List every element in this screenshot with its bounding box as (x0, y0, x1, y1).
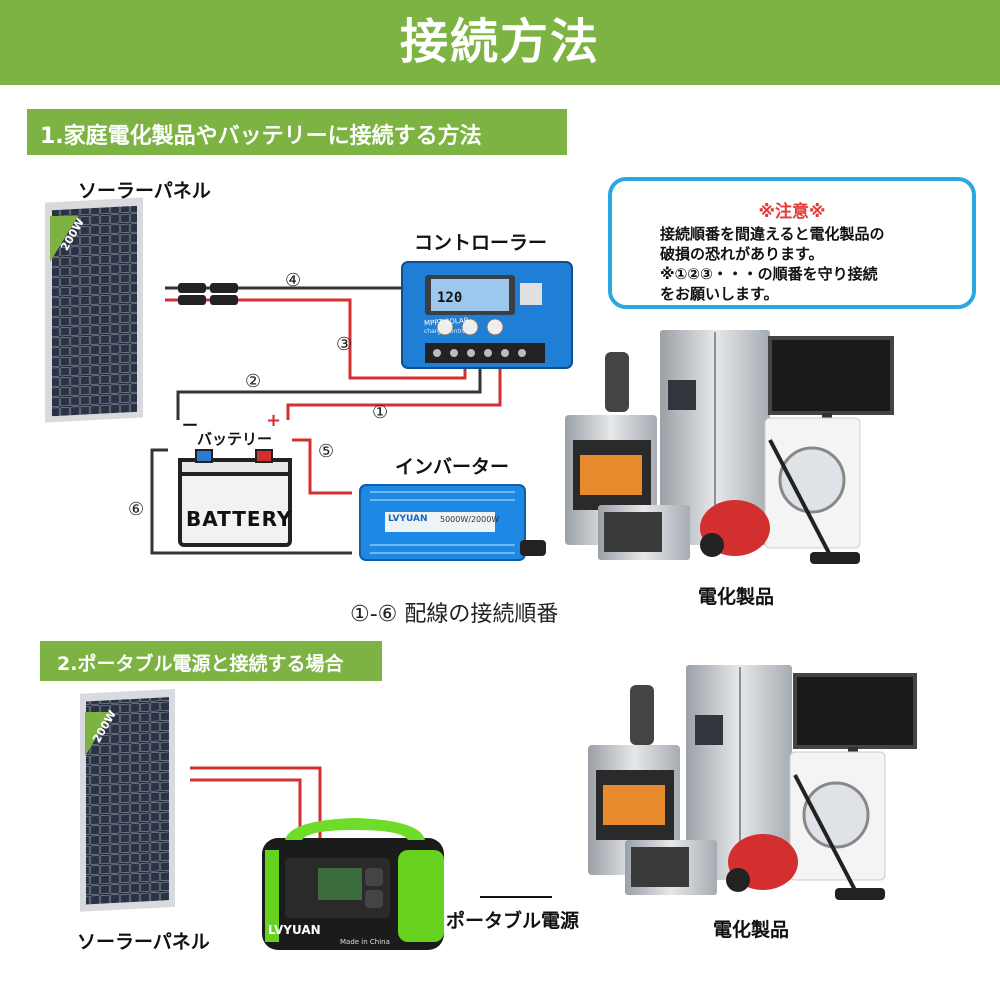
inverter-device (359, 484, 546, 561)
portable-wiring (190, 766, 552, 898)
notice-title: ※注意※ (758, 202, 826, 222)
wiring-caption: ①-⑥ 配線の接続順番 (350, 602, 559, 627)
section2-title: 2.ポータブル電源と接続する場合 (57, 653, 344, 675)
notice-line-2: 破損の恐れがあります。 (660, 245, 824, 263)
portable-made: Made in China (340, 938, 390, 946)
inverter-label: インバーター (395, 456, 510, 478)
appliances-image-2 (588, 665, 917, 900)
page-title: 接続方法 (399, 14, 600, 70)
step-3: ③ (336, 334, 353, 355)
inverter-brand: LVYUAN (388, 514, 428, 524)
inverter-model: 5000W/2000W (440, 515, 500, 524)
appliances-label-2: 電化製品 (713, 919, 790, 941)
step-6: ⑥ (128, 499, 145, 520)
step-4: ④ (285, 270, 302, 291)
notice-box: ※注意※ 接続順番を間違えると電化製品の 破損の恐れがあります。 ※①②③・・・… (608, 177, 976, 309)
section2-bar (40, 641, 382, 681)
controller-label: コントローラー (414, 232, 548, 254)
battery-icon (178, 449, 292, 547)
step-1: ① (372, 402, 389, 423)
solar-panel-label-2: ソーラーパネル (77, 931, 210, 953)
battery-label: バッテリー (197, 430, 273, 448)
section1-bar (27, 109, 567, 155)
solar-panel-1 (45, 197, 143, 423)
portable-label: ポータブル電源 (446, 910, 580, 932)
step-2: ② (245, 371, 262, 392)
solar-panel-2 (80, 688, 175, 912)
header-bar (0, 0, 1000, 85)
appliances-label-1: 電化製品 (698, 586, 775, 608)
notice-line-1: 接続順番を間違えると電化製品の (660, 225, 885, 243)
step-5: ⑤ (318, 441, 335, 462)
charge-controller (401, 261, 573, 369)
minus-sign: ー (182, 416, 199, 435)
controller-subtext: charge controller (424, 328, 476, 335)
notice-line-3: ※①②③・・・の順番を守り接続 (660, 265, 878, 283)
section1-title: 1.家庭電化製品やバッテリーに接続する方法 (40, 124, 482, 149)
appliances-image-1 (565, 330, 894, 564)
portable-brand: LVYUAN (268, 923, 321, 937)
plus-sign: + (266, 410, 282, 431)
portable-power-station (262, 818, 444, 950)
notice-line-4: をお願いします。 (660, 285, 779, 303)
battery-text: BATTERY (186, 507, 293, 531)
controller-display: 120 (437, 290, 463, 306)
solar-panel-label-1: ソーラーパネル (78, 180, 211, 202)
